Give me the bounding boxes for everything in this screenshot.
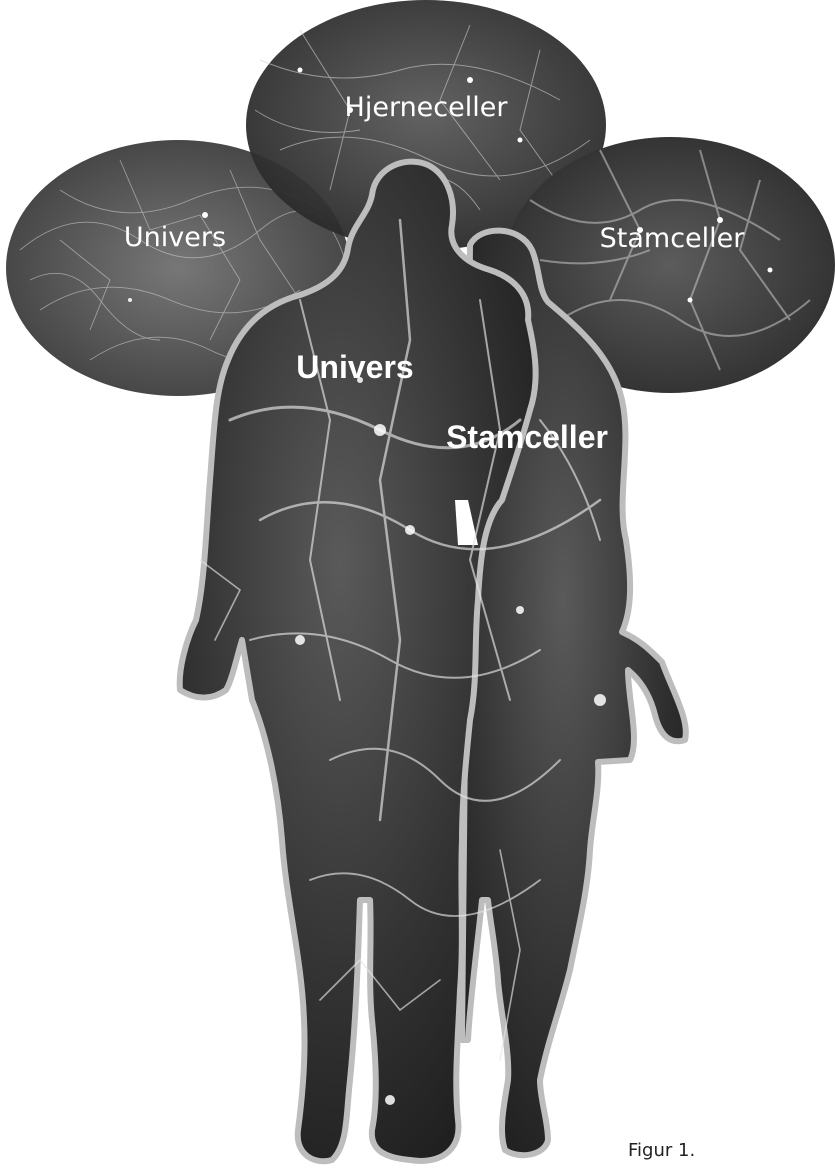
label-univers-oval: Univers <box>124 222 226 253</box>
label-stamceller-oval: Stamceller <box>600 223 746 254</box>
label-univers-body: Univers <box>296 349 413 385</box>
label-stamceller-body: Stamceller <box>446 419 608 455</box>
label-hjerneceller: Hjerneceller <box>345 92 509 123</box>
figure-caption: Figur 1. <box>628 1140 695 1161</box>
